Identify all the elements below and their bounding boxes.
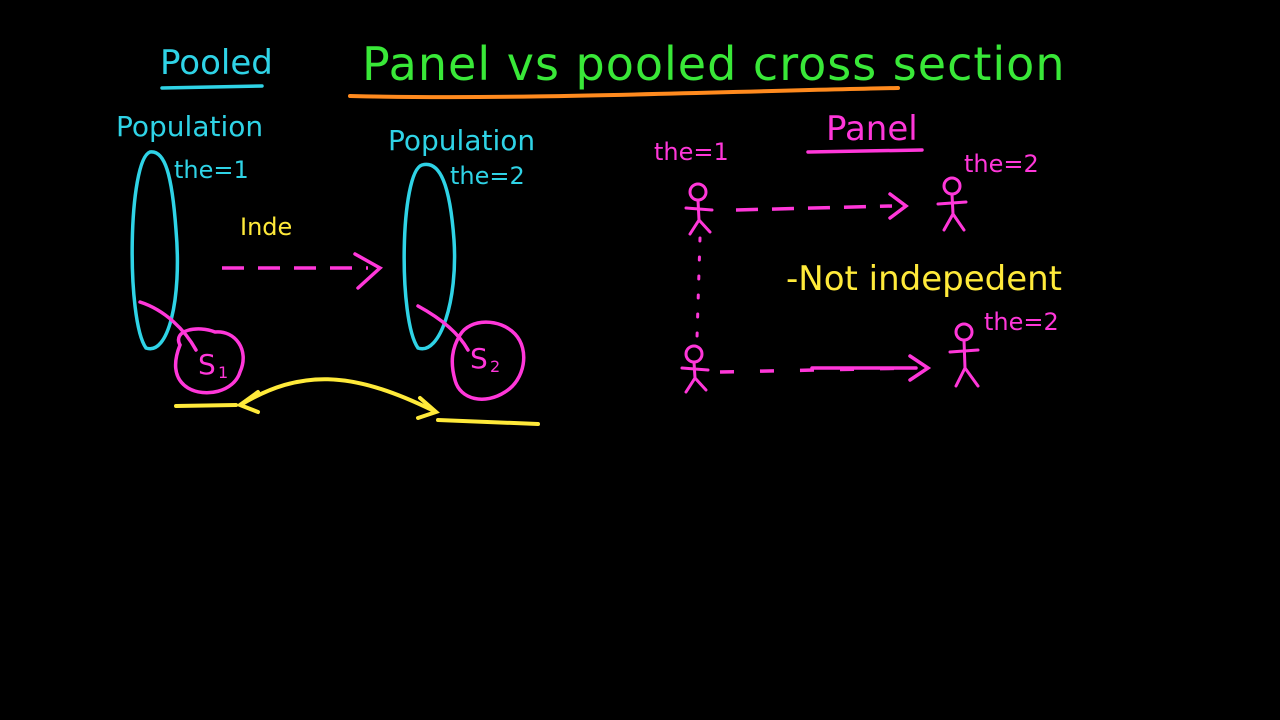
population-label-2: Population: [388, 124, 535, 157]
sample-underline-2: [436, 418, 540, 426]
sample-blob-1: [173, 327, 245, 395]
population-oval-2: [402, 162, 457, 351]
sample-compare-arrow: [240, 377, 434, 412]
title-underline: [348, 86, 900, 100]
sample-blob-2: [450, 320, 526, 401]
pooled-heading-underline: [160, 84, 264, 90]
sample-compare-arrow-right-head: [416, 396, 440, 420]
population-label-1: Population: [116, 110, 263, 143]
pooled-heading: Pooled: [160, 43, 273, 83]
time-label-panel-1: the=1: [654, 138, 729, 166]
panel-dashed-arrow-top-head: [888, 192, 909, 220]
sample-underline-1: [174, 403, 238, 408]
sample-sub-1: 1: [218, 363, 228, 382]
main-title: Panel vs pooled cross section: [362, 37, 1065, 91]
pooled-dashed-arrow-head: [353, 252, 383, 290]
sample-letter-1: S: [198, 348, 216, 381]
independent-label: Inde: [240, 213, 292, 241]
panel-dashed-arrow-bottom-head: [908, 354, 932, 382]
sample-letter-2: S: [470, 342, 488, 375]
sample-pointer-1: [138, 300, 198, 352]
time-label-panel-2-bottom: the=2: [984, 308, 1059, 336]
population-oval-1: [130, 150, 180, 351]
panel-dashed-arrow-top: [735, 204, 893, 212]
sample-pointer-2: [416, 304, 470, 352]
sample-compare-arrow-left-head: [235, 390, 260, 414]
time-label-pooled-1: the=1: [174, 156, 249, 184]
stick-figure-icon: [936, 176, 968, 232]
time-label-panel-2-top: the=2: [964, 150, 1039, 178]
not-independent-note: -Not indepedent: [786, 259, 1062, 299]
panel-heading: Panel: [826, 109, 918, 149]
stick-figure-icon: [680, 344, 710, 394]
sample-sub-2: 2: [490, 357, 500, 376]
panel-heading-underline: [806, 148, 924, 154]
panel-dotted-connector: [695, 236, 702, 340]
stick-figure-icon: [684, 182, 714, 236]
time-label-pooled-2: the=2: [450, 162, 525, 190]
stick-figure-icon: [948, 322, 980, 388]
